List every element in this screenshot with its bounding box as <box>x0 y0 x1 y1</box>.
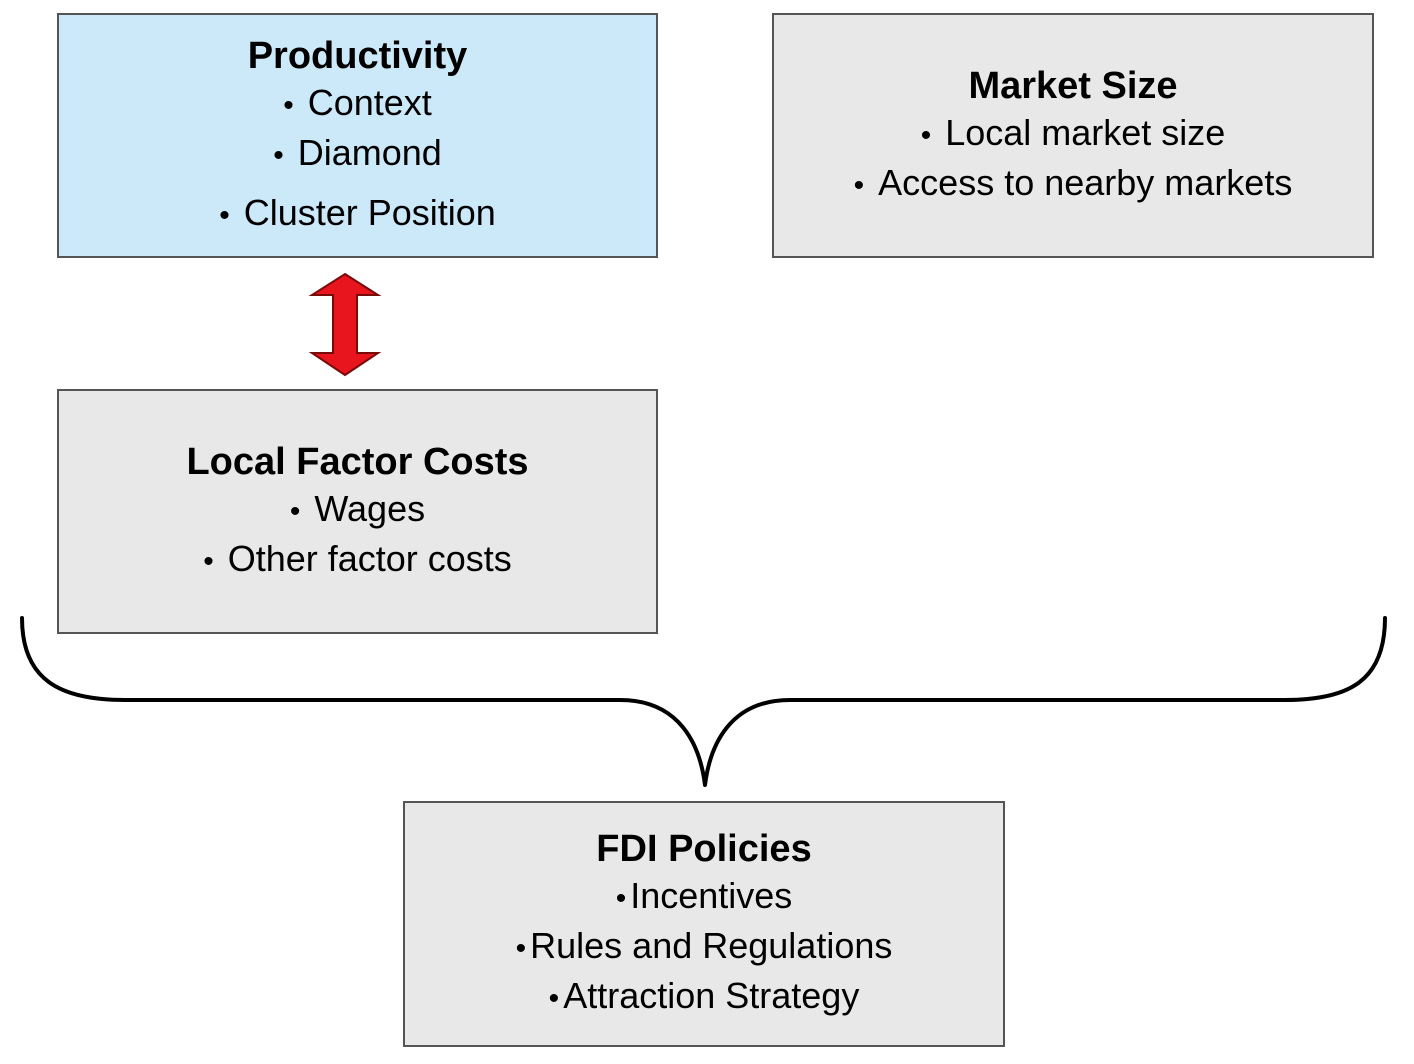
factor-costs-box: Local Factor Costs Wages Other factor co… <box>57 389 658 634</box>
market-size-box: Market Size Local market size Access to … <box>772 13 1374 258</box>
productivity-item-diamond: Diamond <box>219 129 496 179</box>
market-size-item-local: Local market size <box>854 109 1293 159</box>
fdi-policies-item-rules: Rules and Regulations <box>516 922 892 972</box>
fdi-policies-item-incentives: Incentives <box>516 872 893 922</box>
productivity-list: Context Diamond Cluster Position <box>219 79 496 239</box>
productivity-item-cluster-position: Cluster Position <box>219 189 496 239</box>
fdi-policies-title: FDI Policies <box>596 828 812 870</box>
productivity-title: Productivity <box>247 34 468 77</box>
productivity-box: Productivity Context Diamond Cluster Pos… <box>57 13 658 258</box>
productivity-item-context: Context <box>219 79 496 129</box>
factor-costs-item-other: Other factor costs <box>203 535 512 585</box>
factor-costs-list: Wages Other factor costs <box>203 485 512 585</box>
market-size-item-access: Access to nearby markets <box>854 159 1292 209</box>
factor-costs-title: Local Factor Costs <box>186 440 529 483</box>
fdi-policies-item-attraction: Attraction Strategy <box>516 972 893 1022</box>
double-arrow-icon <box>308 272 382 377</box>
fdi-policies-list: Incentives Rules and Regulations Attract… <box>516 872 893 1022</box>
market-size-title: Market Size <box>968 64 1178 107</box>
curly-brace <box>20 616 1387 787</box>
fdi-policies-box: FDI Policies Incentives Rules and Regula… <box>403 801 1005 1047</box>
market-size-list: Local market size Access to nearby marke… <box>854 109 1293 209</box>
factor-costs-item-wages: Wages <box>203 485 512 535</box>
